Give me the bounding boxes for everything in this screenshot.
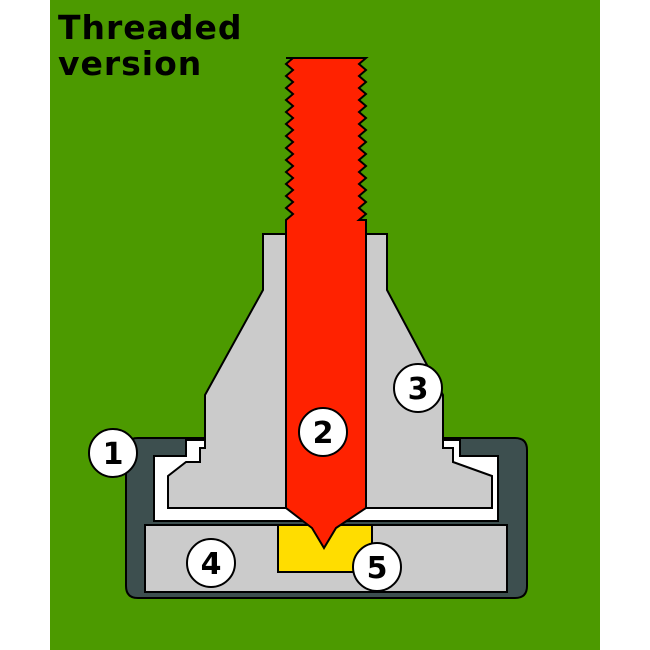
callout-1-label: 1 — [103, 437, 124, 472]
callout-2-circle — [298, 407, 348, 457]
callout-2: 2 — [298, 407, 348, 457]
diagram-title: Threaded version — [58, 10, 243, 82]
title-line-2: version — [58, 44, 203, 83]
callout-3: 3 — [393, 363, 443, 413]
callout-5: 5 — [352, 542, 402, 592]
callout-3-label: 3 — [408, 372, 429, 407]
callout-5-circle — [352, 542, 402, 592]
callout-4-circle — [186, 538, 236, 588]
callout-4-label: 4 — [201, 547, 222, 582]
callout-1: 1 — [88, 428, 138, 478]
title-line-1: Threaded — [58, 8, 243, 47]
callout-5-label: 5 — [367, 551, 388, 586]
callout-3-circle — [393, 363, 443, 413]
callout-2-label: 2 — [313, 416, 334, 451]
callout-1-circle — [88, 428, 138, 478]
threaded-stem — [284, 57, 369, 550]
callout-4: 4 — [186, 538, 236, 588]
